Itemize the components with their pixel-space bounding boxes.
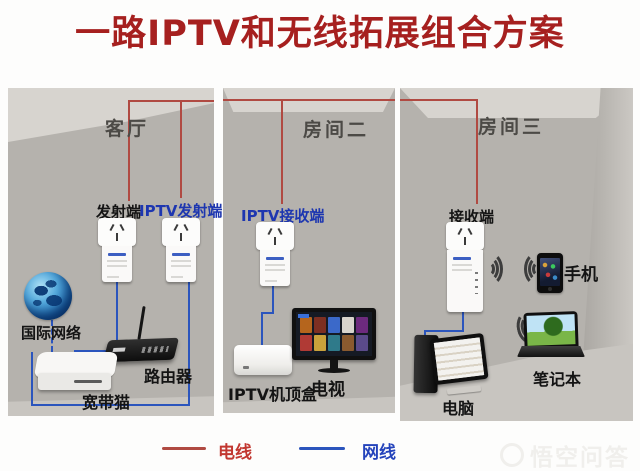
label-phone: 手机 xyxy=(564,265,598,285)
tv-screen-tile xyxy=(300,317,312,333)
network-cable xyxy=(188,281,190,406)
label-iptv-transmitter: IPTV发射端 xyxy=(139,202,223,220)
network-cable xyxy=(31,352,33,406)
adapter-body xyxy=(260,250,290,286)
network-cable xyxy=(261,312,274,314)
tv-screen-tile xyxy=(314,317,326,333)
network-cable-dashed xyxy=(51,320,53,352)
room-ceiling xyxy=(400,88,633,118)
powerline-adapter-transmitter xyxy=(98,218,136,282)
adapter-body xyxy=(166,246,196,282)
room-label-living: 客厅 xyxy=(105,118,150,140)
network-cable xyxy=(74,350,112,352)
tv-screen-tile xyxy=(328,317,340,333)
network-cable xyxy=(116,281,118,342)
legend-network-label: 网线 xyxy=(362,443,396,463)
wifi-waves-icon xyxy=(489,251,507,287)
powerline-adapter-iptv-receiver xyxy=(256,222,294,286)
socket-plate xyxy=(162,218,200,246)
legend-power-label: 电线 xyxy=(218,443,252,463)
label-router: 路由器 xyxy=(144,367,193,386)
socket-plate xyxy=(256,222,294,250)
label-modem: 宽带猫 xyxy=(82,393,131,412)
wifi-waves-icon xyxy=(520,251,552,287)
room-label-two: 房间二 xyxy=(303,119,370,141)
tv-screen-tile xyxy=(356,335,368,351)
label-stb: IPTV机顶盒 xyxy=(228,385,317,404)
socket-plate xyxy=(446,222,484,250)
label-transmitter: 发射端 xyxy=(96,203,142,221)
power-line xyxy=(180,100,182,198)
tv-screen-tile xyxy=(328,335,340,351)
computer-monitor xyxy=(429,332,489,386)
phone-device xyxy=(537,253,563,293)
tv-screen-tile xyxy=(314,335,326,351)
phone-screen xyxy=(540,258,560,286)
legend-network-line-swatch xyxy=(299,447,345,450)
label-internet: 国际网络 xyxy=(21,324,82,342)
label-iptv-receiver: IPTV接收端 xyxy=(241,207,325,225)
watermark-text: 悟空问答 xyxy=(530,445,630,471)
room-floor xyxy=(8,396,214,416)
network-cable xyxy=(261,312,263,346)
label-laptop: 笔记本 xyxy=(533,370,582,389)
tv-screen xyxy=(296,312,372,356)
power-line xyxy=(400,99,478,101)
tv-screen-tile xyxy=(356,317,368,333)
network-cable xyxy=(424,330,464,332)
power-line xyxy=(128,100,214,102)
watermark-icon xyxy=(500,443,524,467)
adapter-body xyxy=(102,246,132,282)
legend-power-line-swatch xyxy=(162,447,206,450)
network-cable xyxy=(272,283,274,314)
power-line xyxy=(476,99,478,204)
page-title: 一路IPTV和无线拓展组合方案 xyxy=(75,14,565,54)
laptop-device xyxy=(517,311,585,357)
power-line xyxy=(281,99,283,204)
power-line xyxy=(223,99,395,101)
internet-globe-icon xyxy=(24,272,72,320)
stb-device xyxy=(234,345,292,375)
modem-device xyxy=(33,352,119,390)
label-tv: 电视 xyxy=(311,380,345,400)
label-receiver: 接收端 xyxy=(449,208,495,226)
network-cable xyxy=(31,404,190,406)
tv-screen-tile xyxy=(342,335,354,351)
room-label-three: 房间三 xyxy=(478,116,545,138)
tv-logo xyxy=(298,314,309,318)
tv-screen-tile xyxy=(342,317,354,333)
power-line xyxy=(128,100,130,201)
laptop-screen xyxy=(523,311,579,349)
powerline-adapter-iptv-transmitter xyxy=(162,218,200,282)
watermark: 悟空问答 xyxy=(500,438,630,471)
monitor-screen xyxy=(433,337,485,381)
room-floor xyxy=(223,396,395,413)
label-computer: 电脑 xyxy=(442,399,475,418)
tv-screen-tile xyxy=(300,335,312,351)
tv-device xyxy=(292,308,376,373)
socket-plate xyxy=(98,218,136,246)
